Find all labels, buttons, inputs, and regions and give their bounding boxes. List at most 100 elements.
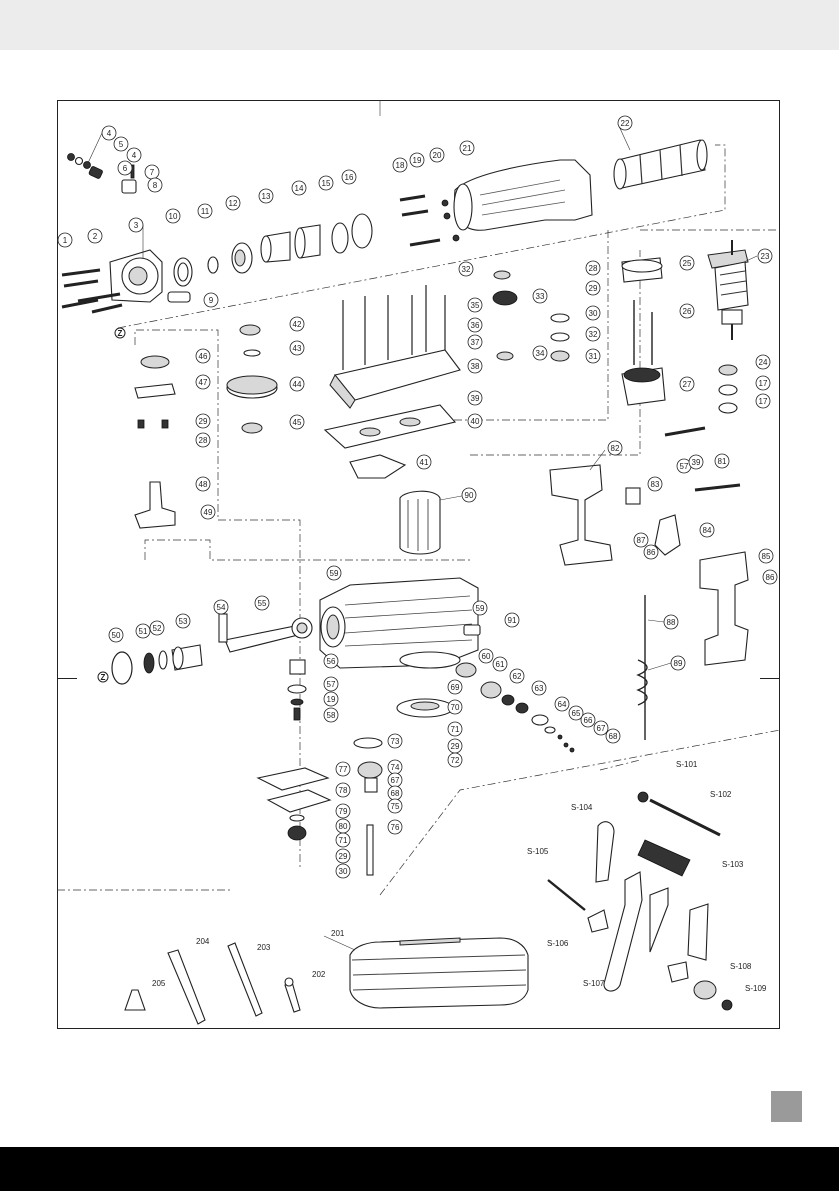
callout-number: 43: [293, 344, 302, 353]
callout: 28: [585, 260, 601, 276]
callout-number: 61: [496, 660, 505, 669]
callout-circle: [291, 180, 307, 196]
callout-circle: [335, 863, 351, 879]
callout-number: 29: [339, 852, 348, 861]
callout-circle: [289, 340, 305, 356]
callout-number: 13: [262, 192, 271, 201]
callout-circle: [195, 432, 211, 448]
callout-number: 17: [759, 379, 768, 388]
callout: 17: [755, 393, 771, 409]
callout-circle: [580, 712, 596, 728]
callout-number: 46: [199, 352, 208, 361]
callout-number: 83: [651, 480, 660, 489]
callout-number: 91: [508, 616, 517, 625]
callout-number: 57: [680, 462, 689, 471]
callout-number: 20: [433, 151, 442, 160]
callout-circle: [387, 733, 403, 749]
callout: 68: [605, 728, 621, 744]
callout: 88: [663, 614, 679, 630]
top-band: [0, 0, 839, 50]
callout: 63: [531, 680, 547, 696]
callout-circle: [670, 655, 686, 671]
callout: 16: [341, 169, 357, 185]
callout: 87: [633, 532, 649, 548]
callout-circle: [335, 848, 351, 864]
callout-number: 29: [199, 417, 208, 426]
callout-number: 7: [150, 168, 155, 177]
callout: 4: [126, 147, 142, 163]
callout-circle: [195, 413, 211, 429]
callout-circle: [757, 248, 773, 264]
callout: 59: [472, 600, 488, 616]
callout: 30: [585, 305, 601, 321]
callout-number: 24: [759, 358, 768, 367]
callout-circle: [531, 680, 547, 696]
callout-circle: [532, 345, 548, 361]
callout-circle: [679, 303, 695, 319]
callout-number: 14: [295, 184, 304, 193]
callout-number: 10: [169, 212, 178, 221]
callout-circle: [165, 208, 181, 224]
service-part-label: S-109: [745, 984, 767, 993]
callout: 35: [467, 297, 483, 313]
callout-number: 53: [179, 617, 188, 626]
callout-circle: [554, 696, 570, 712]
callout-circle: [663, 614, 679, 630]
callout: 81: [714, 453, 730, 469]
callout-number: 88: [667, 618, 676, 627]
callout-number: 5: [119, 140, 124, 149]
callout-number: 65: [572, 709, 581, 718]
callout: 31: [585, 348, 601, 364]
callout: 51: [135, 623, 151, 639]
callout: 67: [593, 720, 609, 736]
callout-number: 25: [683, 259, 692, 268]
callout-circle: [643, 544, 659, 560]
callout-circle: [585, 348, 601, 364]
callout-number: 35: [471, 301, 480, 310]
callout-number: 56: [327, 657, 336, 666]
callout-number: 81: [718, 457, 727, 466]
callout-number: 55: [258, 599, 267, 608]
callout-number: 71: [339, 836, 348, 845]
z-mark: Z: [114, 327, 126, 339]
callout-circle: [113, 136, 129, 152]
callout: 80: [335, 818, 351, 834]
callout-circle: [416, 454, 432, 470]
callout-number: 41: [420, 458, 429, 467]
callout-circle: [195, 374, 211, 390]
z-mark: Z: [97, 671, 109, 683]
callout: 45: [289, 414, 305, 430]
z-mark-circle: [97, 671, 109, 683]
callout: 32: [458, 261, 474, 277]
service-part-label: S-102: [710, 790, 732, 799]
callout: 49: [200, 504, 216, 520]
callout-circle: [225, 195, 241, 211]
callout: 67: [387, 772, 403, 788]
callout-number: 59: [330, 569, 339, 578]
callout: 29: [195, 413, 211, 429]
crank-gear-column: [226, 324, 278, 434]
callout: 11: [197, 203, 213, 219]
z-mark-letter: Z: [101, 673, 106, 682]
callout-circle: [200, 504, 216, 520]
callout-circle: [175, 613, 191, 629]
callout: 55: [254, 595, 270, 611]
callout-number: 69: [451, 683, 460, 692]
footer-band: [0, 1147, 839, 1191]
callout-circle: [289, 414, 305, 430]
callout: 24: [755, 354, 771, 370]
callout: 46: [195, 348, 211, 364]
callout-number: 29: [589, 284, 598, 293]
diagram-frame: [57, 100, 780, 1029]
callout-circle: [467, 297, 483, 313]
callout-number: 33: [536, 292, 545, 301]
callout-number: 28: [589, 264, 598, 273]
handle-housing: [399, 139, 708, 247]
centre-gear-assembly: [323, 270, 570, 479]
callout-number: 60: [482, 652, 491, 661]
lower-plates: [256, 737, 383, 876]
callout-number: 73: [391, 737, 400, 746]
accessories: [124, 937, 529, 1025]
callout: 60: [478, 648, 494, 664]
